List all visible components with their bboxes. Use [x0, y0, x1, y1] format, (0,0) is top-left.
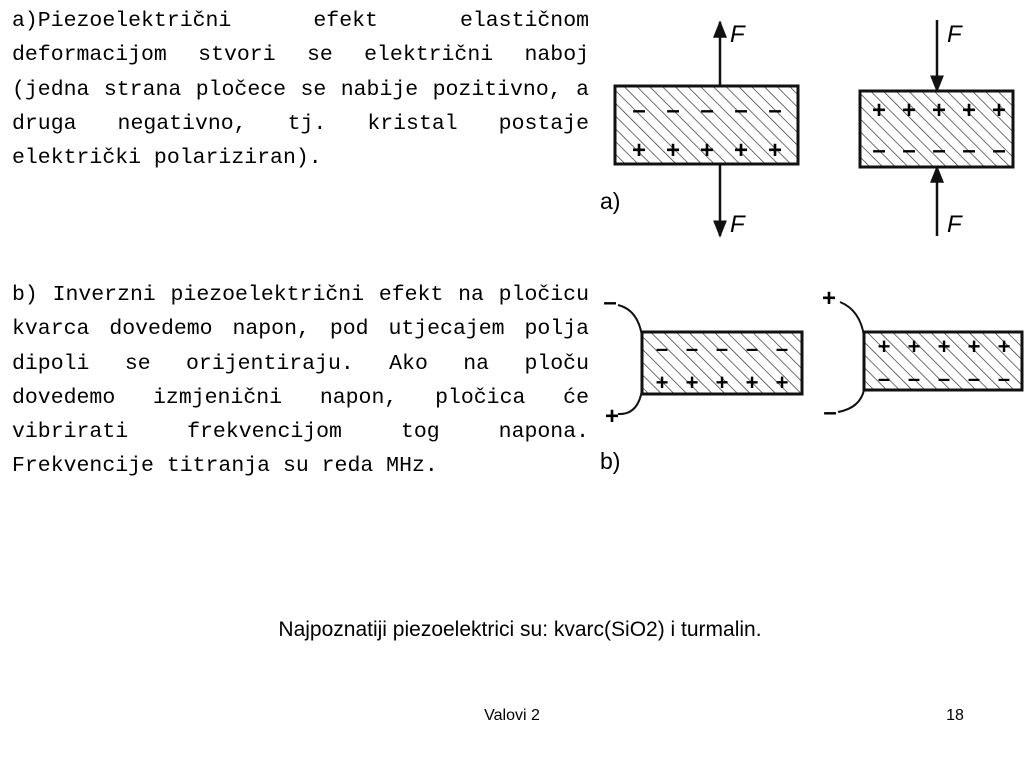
charge-sign: + [902, 97, 916, 124]
charge-sign: + [746, 370, 759, 395]
charge-sign: – [666, 97, 679, 124]
plate-voltage-right: + – + + + + + – – – – – [822, 285, 1024, 426]
charge-sign: – [902, 137, 915, 164]
plate-voltage-left: – + – – – – – + + + + + [603, 289, 804, 430]
charge-row-bottom: – – – – – [872, 137, 1005, 164]
charge-sign: – [992, 137, 1005, 164]
charge-sign: + [908, 334, 921, 359]
footer-title: Valovi 2 [484, 707, 540, 724]
charge-sign: – [962, 137, 975, 164]
charge-sign: – [968, 366, 980, 391]
charge-sign: + [998, 334, 1011, 359]
charge-row-top: – – – – – [632, 97, 781, 124]
charge-sign: – [746, 336, 758, 361]
plate-tension: – – – – – + + + + + F F [613, 20, 800, 238]
charge-sign: – [998, 366, 1010, 391]
force-label: F [730, 21, 746, 48]
charge-sign: – [700, 97, 713, 124]
charge-sign: – [768, 97, 781, 124]
figure-direct-effect: – – – – – + + + + + F F + + + + + – – [613, 20, 1015, 238]
wire-bottom [837, 389, 865, 413]
charge-sign: + [716, 370, 729, 395]
terminal-sign-bottom: + [605, 403, 619, 430]
charge-sign: + [878, 334, 891, 359]
terminal-sign-top: – [603, 289, 616, 316]
force-label: F [947, 21, 963, 48]
charge-sign: + [632, 137, 646, 164]
wire-top [617, 304, 643, 337]
charge-sign: – [938, 366, 950, 391]
charge-row-bottom: – – – – – [878, 366, 1010, 391]
terminal-sign-bottom: – [823, 399, 836, 426]
charge-sign: – [686, 336, 698, 361]
charge-sign: – [632, 97, 645, 124]
terminal-sign-top: + [822, 285, 836, 312]
charge-sign: – [776, 336, 788, 361]
charge-row-top: + + + + + [878, 334, 1011, 359]
charge-sign: – [878, 366, 890, 391]
figure-label-a: a) [600, 188, 621, 214]
charge-sign: – [908, 366, 920, 391]
charge-sign: – [656, 336, 668, 361]
charge-sign: + [656, 370, 669, 395]
charge-row-top: – – – – – [656, 336, 788, 361]
charge-sign: + [666, 137, 680, 164]
charge-row-bottom: + + + + + [656, 370, 789, 395]
charge-sign: + [776, 370, 789, 395]
charge-sign: – [734, 97, 747, 124]
charge-sign: + [962, 97, 976, 124]
charge-row-bottom: + + + + + [632, 137, 782, 164]
figure-label-b: b) [600, 448, 621, 474]
charge-sign: + [686, 370, 699, 395]
charge-sign: – [872, 137, 885, 164]
charge-sign: + [768, 137, 782, 164]
charge-sign: + [968, 334, 981, 359]
wire-bottom [617, 389, 643, 416]
paragraph-direct-effect: a)Piezoelektrični efekt elastičnom defor… [12, 9, 589, 171]
charge-sign: + [992, 97, 1006, 124]
charge-sign: + [932, 97, 946, 124]
charge-sign: + [938, 334, 951, 359]
plate-compression: + + + + + – – – – – F F [858, 20, 1015, 238]
footnote-piezoelectrics: Najpoznatiji piezoelektrici su: kvarc(Si… [278, 618, 762, 641]
figure-inverse-effect: – + – – – – – + + + + + + – + + + + + [603, 285, 1024, 430]
charge-sign: + [734, 137, 748, 164]
page-number: 18 [946, 707, 964, 724]
force-label: F [947, 211, 963, 238]
charge-sign: – [932, 137, 945, 164]
charge-sign: + [872, 97, 886, 124]
charge-sign: – [716, 336, 728, 361]
wire-top [839, 301, 865, 337]
force-label: F [730, 211, 746, 238]
charge-row-top: + + + + + [872, 97, 1006, 124]
paragraph-inverse-effect: b) Inverzni piezoelektrični efekt na plo… [12, 283, 589, 479]
charge-sign: + [700, 137, 714, 164]
